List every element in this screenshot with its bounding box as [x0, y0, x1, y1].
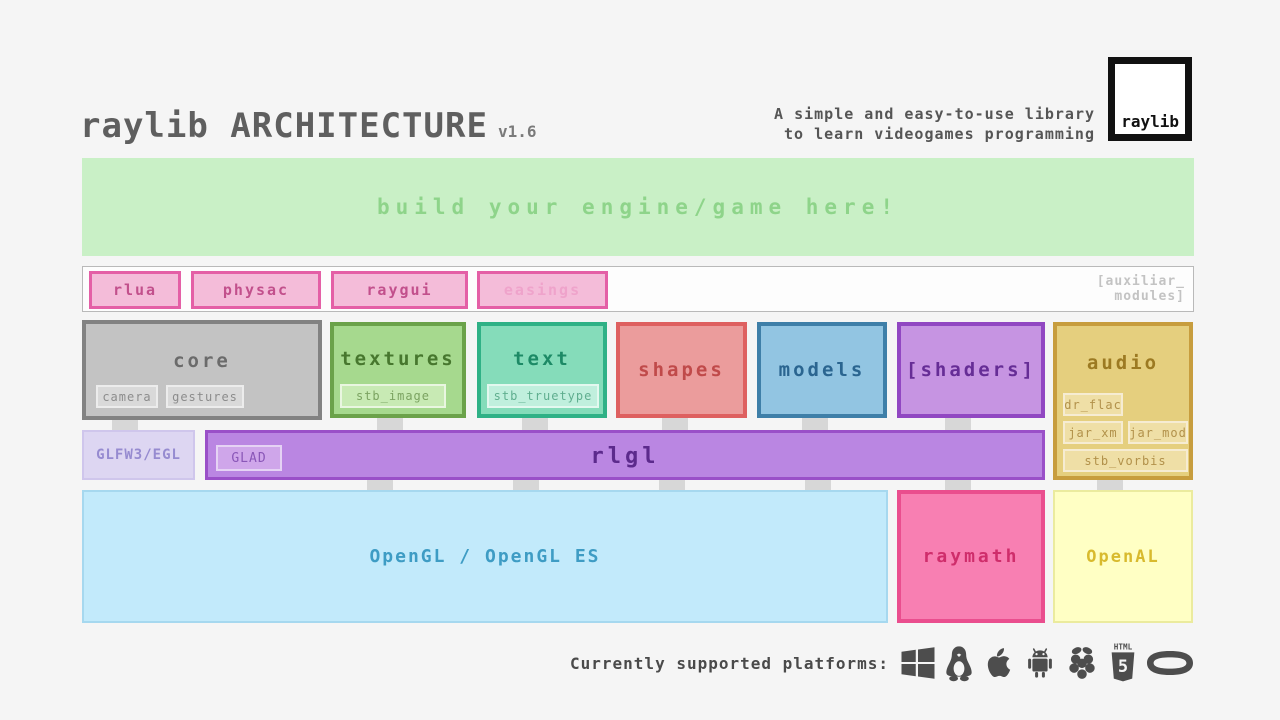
module-glad-label: GLAD [231, 450, 267, 466]
module-stb-truetype-label: stb_truetype [493, 389, 593, 403]
module-stb-image: stb_image [340, 384, 446, 408]
page-title: raylib ARCHITECTURE v1.6 [80, 106, 536, 146]
module-gestures: gestures [166, 385, 244, 408]
apple-icon [983, 644, 1017, 682]
oculus-icon [1144, 647, 1196, 679]
module-raymath-label: raymath [922, 546, 1020, 567]
module-shapes: shapes [616, 322, 747, 418]
module-stb-truetype: stb_truetype [487, 384, 599, 408]
module-rlua-label: rlua [112, 281, 158, 299]
svg-text:HTML: HTML [1113, 643, 1132, 652]
module-glad: GLAD [216, 445, 282, 471]
module-camera-label: camera [102, 389, 152, 404]
module-easings: easings [477, 271, 608, 309]
engine-banner: build your engine/game here! [82, 158, 1194, 256]
android-icon [1021, 643, 1059, 683]
module-text-label: text [513, 348, 571, 370]
windows-icon [900, 645, 936, 681]
module-models-label: models [778, 359, 866, 381]
aux-caption-line1: [auxiliar_ [1096, 274, 1185, 289]
linux-icon [940, 643, 978, 683]
raylib-logo-text: raylib [1121, 112, 1179, 131]
module-camera: camera [96, 385, 158, 408]
title-text: raylib ARCHITECTURE [80, 106, 488, 146]
html5-icon: HTML 5 [1106, 643, 1140, 683]
module-dr-flac: dr_flac [1063, 393, 1123, 416]
module-glfw3-egl-label: GLFW3/EGL [96, 447, 181, 463]
module-rlua: rlua [89, 271, 181, 309]
version-label: v1.6 [497, 122, 537, 141]
module-shapes-label: shapes [638, 359, 725, 381]
module-stb-image-label: stb_image [355, 389, 431, 403]
module-shaders: [shaders] [897, 322, 1045, 418]
module-rlgl: rlgl GLAD [205, 430, 1045, 480]
module-jar-mod: jar_mod [1128, 421, 1188, 444]
module-jar-xm: jar_xm [1063, 421, 1123, 444]
raylib-logo: raylib [1108, 57, 1192, 141]
module-core: core camera gestures [82, 320, 322, 420]
tagline-line1: A simple and easy-to-use library [774, 105, 1095, 123]
module-rlgl-label: rlgl [590, 444, 660, 469]
aux-caption: [auxiliar_ modules] [1097, 274, 1185, 304]
tagline-line2: to learn videogames programming [784, 125, 1095, 143]
raspberrypi-icon [1063, 643, 1101, 683]
module-audio: audio dr_flac jar_xm jar_mod stb_vorbis [1053, 322, 1193, 480]
module-stb-vorbis-label: stb_vorbis [1084, 453, 1167, 468]
engine-banner-label: build your engine/game here! [376, 195, 899, 219]
module-jar-xm-label: jar_xm [1068, 425, 1118, 440]
module-raygui: raygui [331, 271, 468, 309]
module-dr-flac-label: dr_flac [1064, 397, 1122, 412]
module-glfw3-egl: GLFW3/EGL [82, 430, 195, 480]
module-physac: physac [191, 271, 321, 309]
module-openal-label: OpenAL [1086, 546, 1160, 567]
module-raygui-label: raygui [366, 281, 433, 299]
svg-text:5: 5 [1118, 657, 1128, 677]
module-audio-label: audio [1086, 352, 1160, 374]
module-physac-label: physac [222, 281, 290, 299]
aux-modules-row: rlua physac raygui easings [auxiliar_ mo… [82, 266, 1194, 312]
module-stb-vorbis: stb_vorbis [1063, 449, 1188, 472]
platforms-caption: Currently supported platforms: [570, 654, 889, 673]
module-core-label: core [173, 350, 231, 372]
module-gestures-label: gestures [172, 389, 238, 404]
aux-caption-line2: modules] [1114, 289, 1185, 304]
module-openal: OpenAL [1053, 490, 1193, 623]
platform-icons: HTML 5 [900, 640, 1196, 686]
module-textures: textures stb_image [330, 322, 466, 418]
module-opengl: OpenGL / OpenGL ES [82, 490, 888, 623]
module-opengl-label: OpenGL / OpenGL ES [369, 546, 601, 567]
module-jar-mod-label: jar_mod [1129, 425, 1187, 440]
module-text: text stb_truetype [477, 322, 607, 418]
module-models: models [757, 322, 887, 418]
module-shaders-label: [shaders] [906, 359, 1036, 381]
module-textures-label: textures [340, 348, 456, 370]
tagline: A simple and easy-to-use library to lear… [774, 104, 1095, 144]
module-raymath: raymath [897, 490, 1045, 623]
module-easings-label: easings [503, 281, 582, 299]
